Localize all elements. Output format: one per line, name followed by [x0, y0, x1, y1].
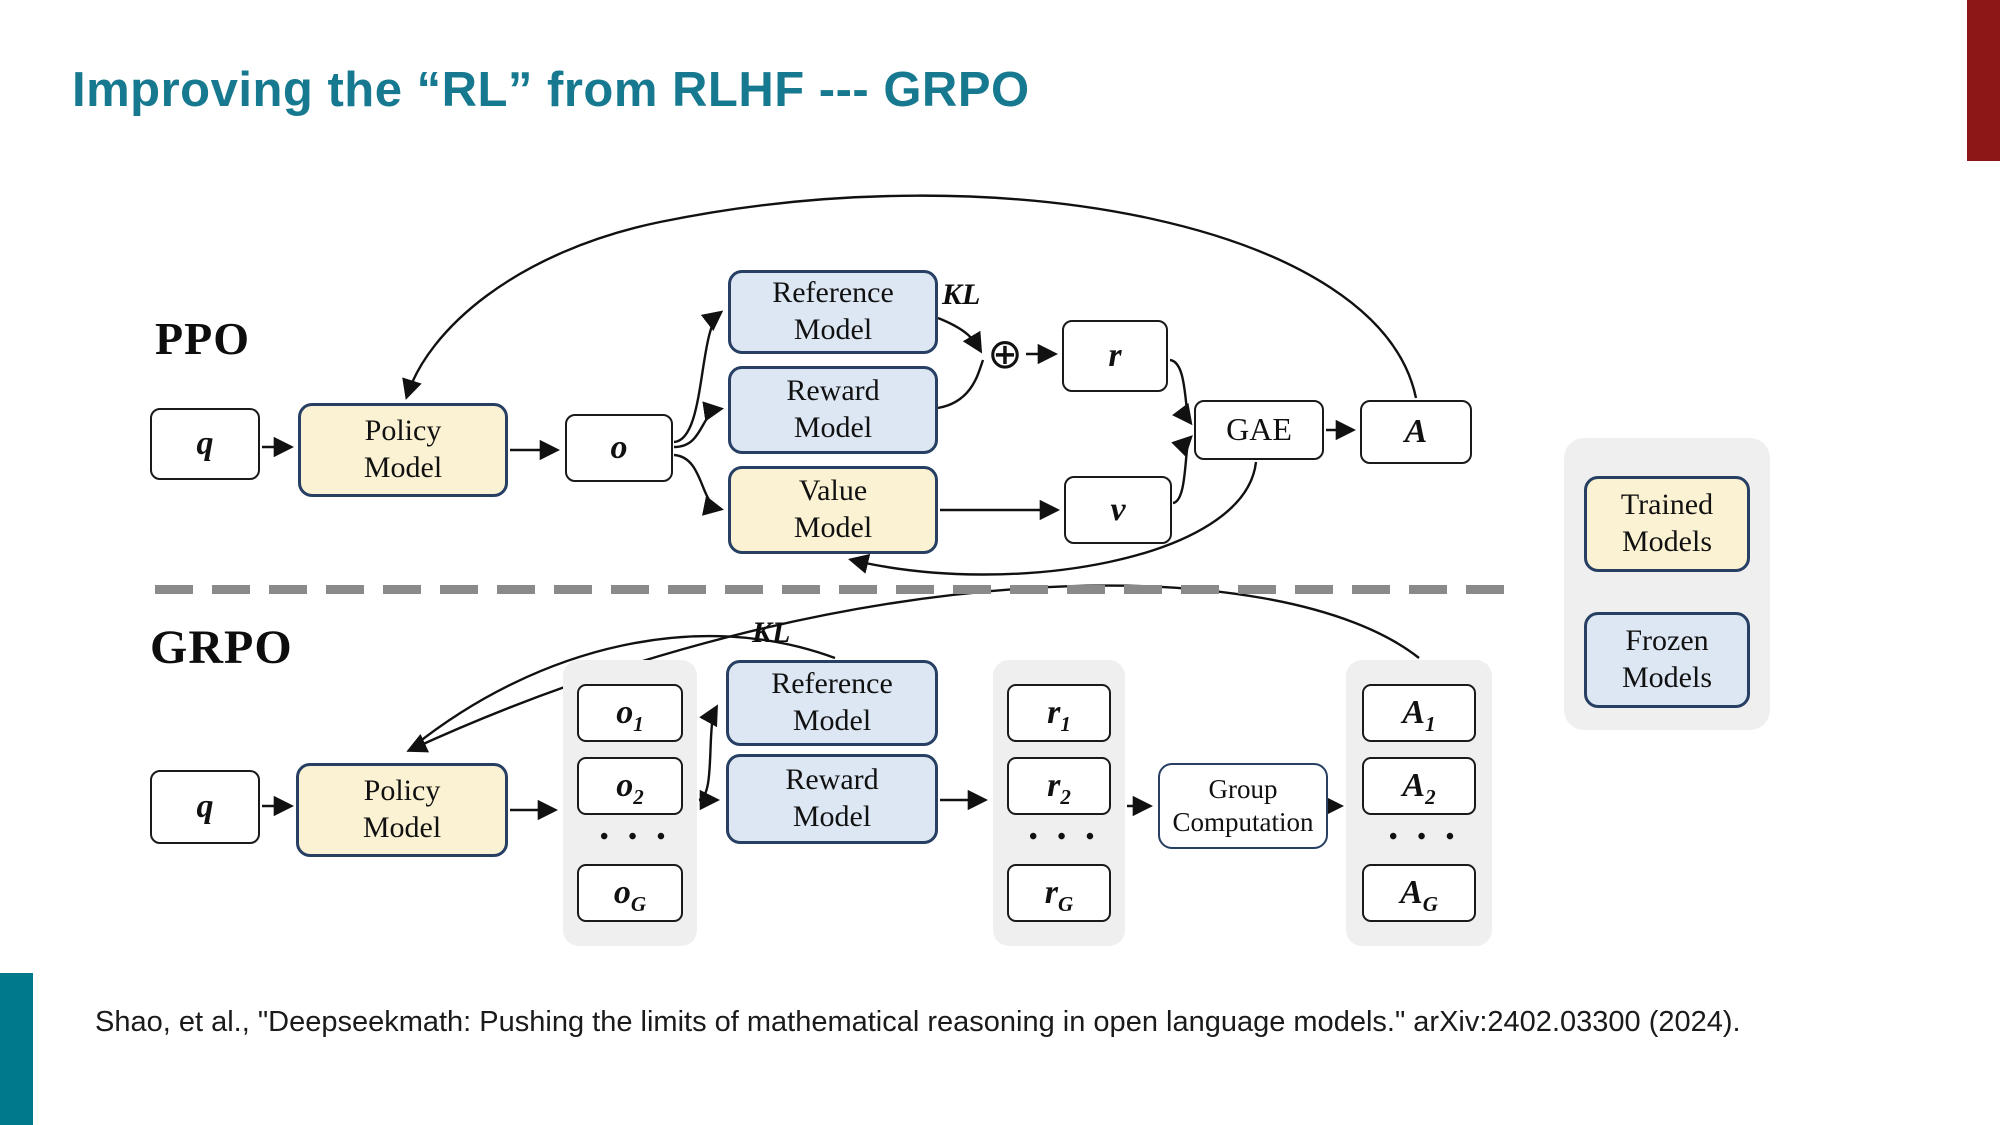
ppo-v-box: v [1064, 476, 1172, 544]
grpo-reward-g-box: rG [1007, 864, 1111, 922]
grpo-q-box: q [150, 770, 260, 844]
citation-text: Shao, et al., "Deepseekmath: Pushing the… [95, 1006, 1741, 1038]
grpo-advantage-g-box: AG [1362, 864, 1476, 922]
ppo-reward-model-box: Reward Model [728, 366, 938, 454]
grpo-advantage-g-label: AG [1400, 874, 1438, 916]
grpo-section-label: GRPO [150, 621, 293, 674]
ppo-value-model-box: Value Model [728, 466, 938, 554]
red-corner-bar [1967, 0, 2000, 161]
legend-frozen-line1: Frozen [1625, 624, 1709, 658]
page-title: Improving the “RL” from RLHF --- GRPO [72, 63, 1030, 117]
ppo-gae-label: GAE [1226, 411, 1292, 448]
grpo-advantages-ellipsis: • • • [1389, 824, 1462, 850]
ppo-reward-line1: Reward [786, 374, 880, 408]
legend-frozen-line2: Models [1622, 661, 1712, 694]
arrow-ppo-v-to-gae [1171, 435, 1193, 505]
grpo-advantage-2-label: A2 [1402, 767, 1436, 809]
grpo-q-label: q [196, 788, 214, 826]
ppo-reference-line2: Model [793, 313, 873, 346]
grpo-advantage-1-box: A1 [1362, 684, 1476, 742]
teal-corner-bar [0, 973, 33, 1125]
grpo-groupcomp-line2: Computation [1172, 807, 1314, 837]
arrow-ppo-gae-to-value-feedback [848, 461, 1258, 576]
ppo-r-label: r [1108, 337, 1122, 375]
ppo-policy-model-box: Policy Model [298, 403, 508, 497]
ppo-section-label: PPO [155, 313, 250, 364]
grpo-policy-line2: Model [362, 811, 442, 844]
grpo-reference-line1: Reference [771, 667, 893, 701]
arrow-grpo-outputs-to-reference [698, 704, 718, 802]
grpo-reference-line2: Model [792, 704, 872, 737]
legend-trained-line2: Models [1622, 525, 1712, 558]
ppo-value-line2: Model [793, 511, 873, 544]
grpo-output-1-box: o1 [577, 684, 683, 742]
ppo-policy-line1: Policy [364, 414, 442, 448]
grpo-policy-model-box: Policy Model [296, 763, 508, 857]
arrow-grpo-kl-reference-to-policy [413, 634, 836, 747]
section-divider [155, 585, 1520, 594]
arrow-ppo-o-to-reference [673, 310, 724, 444]
grpo-reward-2-label: r2 [1047, 767, 1071, 809]
grpo-reference-model-box: Reference Model [726, 660, 938, 746]
arrow-ppo-a-to-policy-feedback [402, 194, 1418, 400]
ppo-reference-line1: Reference [772, 276, 894, 310]
legend-trained-line1: Trained [1620, 488, 1714, 522]
ppo-a-box: A [1360, 400, 1472, 464]
grpo-reward-1-label: r1 [1047, 694, 1071, 736]
arrow-ppo-o-to-value [673, 453, 724, 516]
grpo-reward-g-label: rG [1044, 874, 1074, 916]
ppo-q-box: q [150, 408, 260, 480]
arrow-ppo-o-to-reward [673, 401, 725, 449]
grpo-output-1-label: o1 [616, 694, 644, 736]
grpo-advantage-1-label: A1 [1402, 694, 1436, 736]
ppo-oplus-symbol: ⊕ [987, 329, 1023, 378]
grpo-outputs-ellipsis: • • • [600, 824, 673, 850]
ppo-policy-line2: Model [363, 451, 443, 484]
arrow-ppo-r-to-gae [1169, 358, 1193, 426]
legend-trained-models-box: Trained Models [1584, 476, 1750, 572]
grpo-rewards-ellipsis: • • • [1029, 824, 1102, 850]
grpo-groupcomp-line1: Group [1208, 774, 1278, 805]
grpo-output-2-label: o2 [616, 767, 644, 809]
grpo-reward-1-box: r1 [1007, 684, 1111, 742]
grpo-kl-label: KL [752, 616, 791, 649]
arrow-ppo-reference-to-oplus [937, 316, 983, 354]
ppo-q-label: q [196, 425, 214, 463]
grpo-group-computation-box: Group Computation [1158, 763, 1328, 849]
ppo-o-box: o [565, 414, 673, 482]
arrow-ppo-reward-to-oplus [937, 359, 985, 410]
grpo-reward-line2: Model [792, 800, 872, 833]
grpo-reward-model-box: Reward Model [726, 754, 938, 844]
ppo-a-label: A [1404, 413, 1428, 451]
grpo-output-g-label: oG [613, 874, 647, 916]
ppo-o-label: o [610, 429, 628, 467]
grpo-output-2-box: o2 [577, 757, 683, 815]
ppo-reference-model-box: Reference Model [728, 270, 938, 354]
ppo-v-label: v [1110, 491, 1126, 529]
grpo-policy-line1: Policy [363, 774, 441, 808]
ppo-r-box: r [1062, 320, 1168, 392]
ppo-value-line1: Value [798, 474, 868, 508]
grpo-reward-line1: Reward [785, 763, 879, 797]
legend-frozen-models-box: Frozen Models [1584, 612, 1750, 708]
grpo-advantage-2-box: A2 [1362, 757, 1476, 815]
ppo-gae-box: GAE [1194, 400, 1324, 460]
grpo-reward-2-box: r2 [1007, 757, 1111, 815]
grpo-output-g-box: oG [577, 864, 683, 922]
ppo-reward-line2: Model [793, 411, 873, 444]
ppo-kl-label: KL [942, 278, 981, 311]
